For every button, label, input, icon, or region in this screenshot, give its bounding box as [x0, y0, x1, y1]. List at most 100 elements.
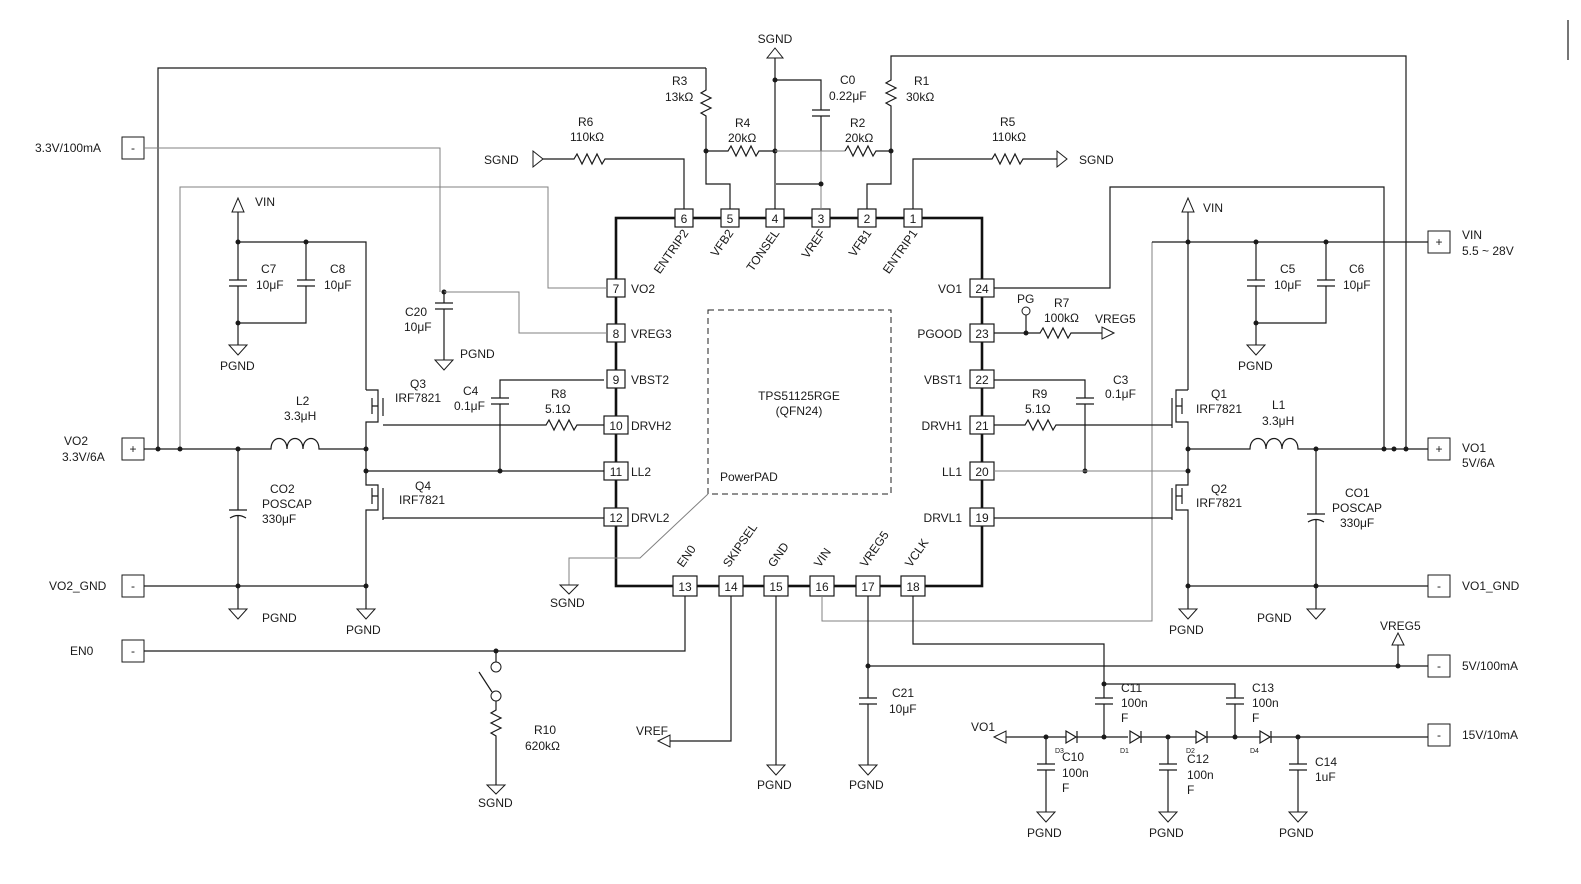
powerpad-outline [707, 309, 892, 495]
t5v-label: 5V/100mA [1462, 659, 1518, 673]
r3-ref: R3 [672, 74, 688, 88]
en0-sign: - [131, 644, 135, 658]
pin-13-number: 13 [678, 580, 692, 594]
vref-label: VREF [636, 724, 668, 738]
pin-21-name: DRVH1 [922, 419, 963, 433]
pin-11-name: LL2 [631, 465, 651, 479]
r6-value: 110kΩ [570, 130, 604, 144]
t5v-sign: - [1437, 659, 1441, 673]
pin-24-number: 24 [975, 282, 989, 296]
pgnd-c12-symbol [1157, 811, 1179, 823]
q4-part: IRF7821 [399, 493, 445, 507]
vo2gnd-sign: - [131, 579, 135, 593]
vin-sign: + [1435, 235, 1442, 249]
l1-ref: L1 [1272, 398, 1286, 412]
t15v-terminal[interactable] [1427, 723, 1451, 747]
c13-suffix: F [1252, 711, 1259, 725]
vin-terminal[interactable] [1427, 230, 1451, 254]
vreg5-pg-label: VREG5 [1095, 312, 1136, 326]
pin-17-name: VREG5 [857, 528, 892, 570]
vin-term-label2: 5.5 ~ 28V [1462, 244, 1514, 258]
co2-ref: CO2 [270, 482, 295, 496]
ic-body [614, 216, 984, 588]
vo1gnd-label: VO1_GND [1462, 579, 1520, 593]
sgnd-top-symbol [765, 47, 785, 59]
pin-2-name: VFB1 [846, 226, 875, 259]
pin-1-number: 1 [910, 212, 917, 226]
pgnd-c7-label: PGND [220, 359, 255, 373]
c14-value: 1uF [1315, 770, 1336, 784]
co1-type: POSCAP [1332, 501, 1382, 515]
pgnd-c7-symbol [227, 344, 249, 356]
c6-ref: C6 [1349, 262, 1365, 276]
r4-value: 20kΩ [728, 131, 756, 145]
c21-ref: C21 [892, 686, 914, 700]
d3-label: D3 [1055, 748, 1064, 755]
r9-ref: R9 [1032, 387, 1048, 401]
pg-label: PG [1017, 292, 1034, 306]
pin-16-name: VIN [811, 545, 834, 569]
q1-part: IRF7821 [1196, 402, 1242, 416]
d4-label: D4 [1250, 748, 1259, 755]
vreg5-bottom-symbol [1391, 631, 1405, 646]
t15v-sign: - [1437, 728, 1441, 742]
pin-1-name: ENTRIP1 [880, 226, 921, 276]
c12-value: 100n [1187, 768, 1214, 782]
ic-package-label: (QFN24) [776, 404, 823, 418]
t5v-terminal[interactable] [1427, 654, 1451, 678]
pin-15-number: 15 [769, 580, 783, 594]
q2-ref: Q2 [1211, 482, 1227, 496]
c4-ref: C4 [463, 384, 479, 398]
pin-3-name: VREF [799, 227, 829, 261]
pgnd-c20-label: PGND [460, 347, 495, 361]
right-converter: VREG5 PG R7 100kΩ C3 0.1μF R9 5.1Ω VIN P… [994, 186, 1520, 637]
r10-ref: R10 [534, 723, 556, 737]
vo1-terminal[interactable] [1427, 437, 1451, 461]
pin-2-number: 2 [864, 212, 871, 226]
sgnd-pad-symbol [558, 584, 580, 595]
en0-label: EN0 [70, 644, 94, 658]
r8-ref: R8 [551, 387, 567, 401]
pin-9-box [606, 369, 626, 389]
pin-9-number: 9 [613, 373, 620, 387]
pin-19-name: DRVL1 [924, 511, 963, 525]
pin-12-name: DRVL2 [631, 511, 670, 525]
pin-7-name: VO2 [631, 282, 655, 296]
pgnd-co1-symbol [1305, 608, 1327, 620]
pin-13-name: EN0 [674, 542, 699, 569]
pgnd-q4-label: PGND [346, 623, 381, 637]
d1-label: D1 [1120, 748, 1129, 755]
pin-14-number: 14 [724, 580, 738, 594]
l2-ref: L2 [296, 394, 310, 408]
vo1-sign: + [1435, 442, 1442, 456]
vin-left-symbol [231, 196, 245, 213]
sgnd-r6-symbol [532, 149, 544, 169]
pin-8-name: VREG3 [631, 327, 672, 341]
pin-3-number: 3 [818, 212, 825, 226]
vo1gnd-terminal[interactable] [1427, 574, 1451, 598]
ic-part-label: TPS51125RGE [758, 389, 840, 403]
sgnd-r5-label: SGND [1079, 153, 1114, 167]
pgnd-co2-symbol [227, 608, 249, 620]
pin-12-number: 12 [609, 511, 623, 525]
vo2-terminal[interactable] [121, 437, 145, 461]
pin-18-number: 18 [906, 580, 920, 594]
pgnd-q2-label: PGND [1169, 623, 1204, 637]
t33-label: 3.3V/100mA [35, 141, 101, 155]
c10-value: 100n [1062, 766, 1089, 780]
pin-5-number: 5 [727, 212, 734, 226]
r9-value: 5.1Ω [1025, 402, 1051, 416]
co2-type: POSCAP [262, 497, 312, 511]
left-converter: 3.3V/100mA - PGND C20 10μF VIN PGND C7 1… [35, 136, 709, 637]
r2-ref: R2 [850, 116, 866, 130]
c3-ref: C3 [1113, 373, 1129, 387]
vo1-cp-label: VO1 [971, 720, 995, 734]
pin-18-name: VCLK [902, 536, 931, 570]
c8-ref: C8 [330, 262, 346, 276]
pgnd-c12-label: PGND [1149, 826, 1184, 840]
vin-term-label1: VIN [1462, 228, 1482, 242]
q3-part: IRF7821 [395, 391, 441, 405]
co1-value: 330μF [1340, 516, 1374, 530]
r5-value: 110kΩ [992, 130, 1026, 144]
